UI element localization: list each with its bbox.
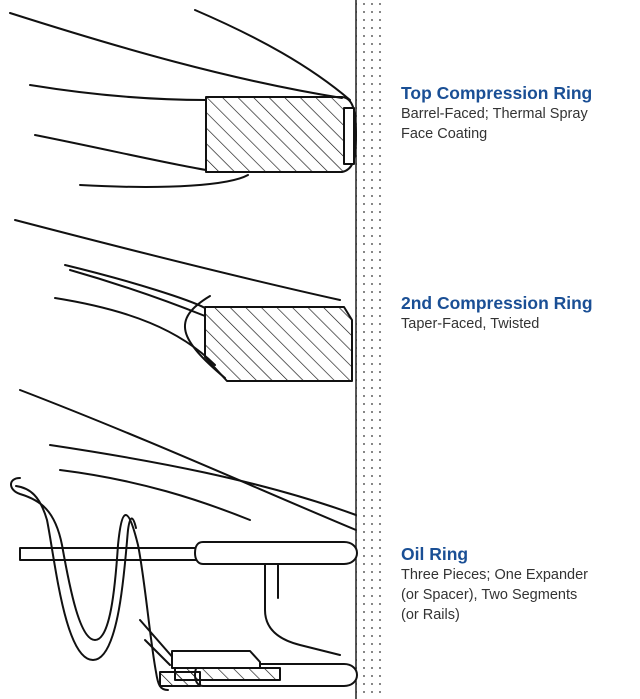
ring-title: 2nd Compression Ring bbox=[401, 293, 593, 313]
cylinder-wall bbox=[355, 0, 384, 699]
ring-description-line: (or Spacer), Two Segments bbox=[401, 587, 578, 603]
ring-title: Top Compression Ring bbox=[401, 83, 593, 103]
second-compression-ring-drawing bbox=[14, 219, 353, 382]
ring-title: Oil Ring bbox=[401, 544, 469, 564]
ring-description-line: Taper-Faced, Twisted bbox=[401, 316, 540, 332]
ring-label-second-compression: 2nd Compression Ring Taper-Faced, Twiste… bbox=[401, 292, 637, 334]
ring-description-line: Barrel-Faced; Thermal Spray bbox=[401, 106, 588, 122]
ring-description-line: Face Coating bbox=[401, 126, 488, 142]
ring-label-oil: Oil Ring Three Pieces; One Expander (or … bbox=[401, 543, 637, 625]
oil-ring-drawing bbox=[10, 389, 358, 691]
ring-description-line: (or Rails) bbox=[401, 607, 460, 623]
top-compression-ring-drawing bbox=[9, 9, 357, 188]
ring-label-top-compression: Top Compression Ring Barrel-Faced; Therm… bbox=[401, 82, 637, 144]
ring-description-line: Three Pieces; One Expander bbox=[401, 567, 588, 583]
